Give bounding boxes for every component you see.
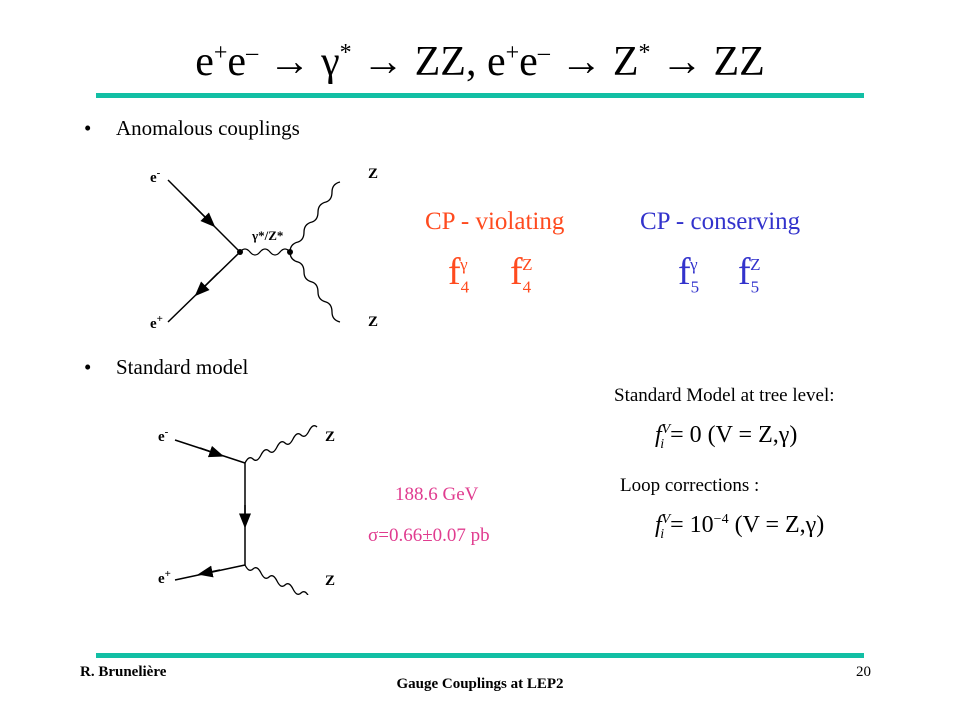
d2-z-top-label: Z (325, 429, 335, 445)
coupling-f4-z: f4Z (510, 251, 533, 297)
page-number: 20 (856, 664, 871, 680)
sm-tree-formula: fVi = 0 (V = Z,γ) (655, 422, 798, 452)
d2-e-plus-label: e+ (158, 568, 171, 587)
d1-z-top-line (289, 181, 341, 253)
footer-rule (96, 653, 864, 658)
footer-author: R. Brunelière (80, 664, 167, 680)
d2-z-top-line (244, 425, 318, 464)
cross-section-label: σ=0.66±0.07 pb (368, 525, 490, 546)
d1-e-minus-label: e- (150, 167, 161, 186)
d1-z-bottom-label: Z (368, 314, 378, 330)
title-underline (96, 93, 864, 98)
d1-z-top-label: Z (368, 166, 378, 182)
loop-formula: fVi = 10−4 (V = Z,γ) (655, 512, 825, 542)
bullet-anomalous: •Anomalous couplings (84, 116, 300, 140)
d2-z-bottom-label: Z (325, 573, 335, 589)
loop-corrections-label: Loop corrections : (620, 475, 760, 496)
d1-propagator (239, 248, 291, 256)
d1-vertex-label: γ*/Z* (251, 228, 283, 243)
d1-e-plus-label: e+ (150, 313, 163, 332)
d2-z-bottom-line (244, 564, 309, 595)
slide-title: e+e– → γ* → ZZ, e+e– → Z* → ZZ (195, 39, 765, 85)
sm-tree-level-label: Standard Model at tree level: (614, 385, 835, 406)
feynman-diagram-s-channel: e- e+ γ*/Z* Z Z (150, 166, 378, 332)
footer-talk-title: Gauge Couplings at LEP2 (396, 676, 564, 692)
d1-z-bottom-line (289, 251, 341, 323)
bullet-standard-model: •Standard model (84, 355, 249, 379)
coupling-f5-z: f5Z (738, 251, 761, 297)
feynman-diagram-t-channel: e- e+ Z Z (158, 425, 335, 595)
cp-violating-label: CP - violating (425, 208, 565, 235)
cp-conserving-label: CP - conserving (640, 208, 801, 235)
energy-label: 188.6 GeV (395, 484, 479, 505)
coupling-f4-gamma: f4γ (448, 251, 470, 297)
coupling-f5-gamma: f5γ (678, 251, 700, 297)
d2-e-minus-label: e- (158, 426, 169, 445)
